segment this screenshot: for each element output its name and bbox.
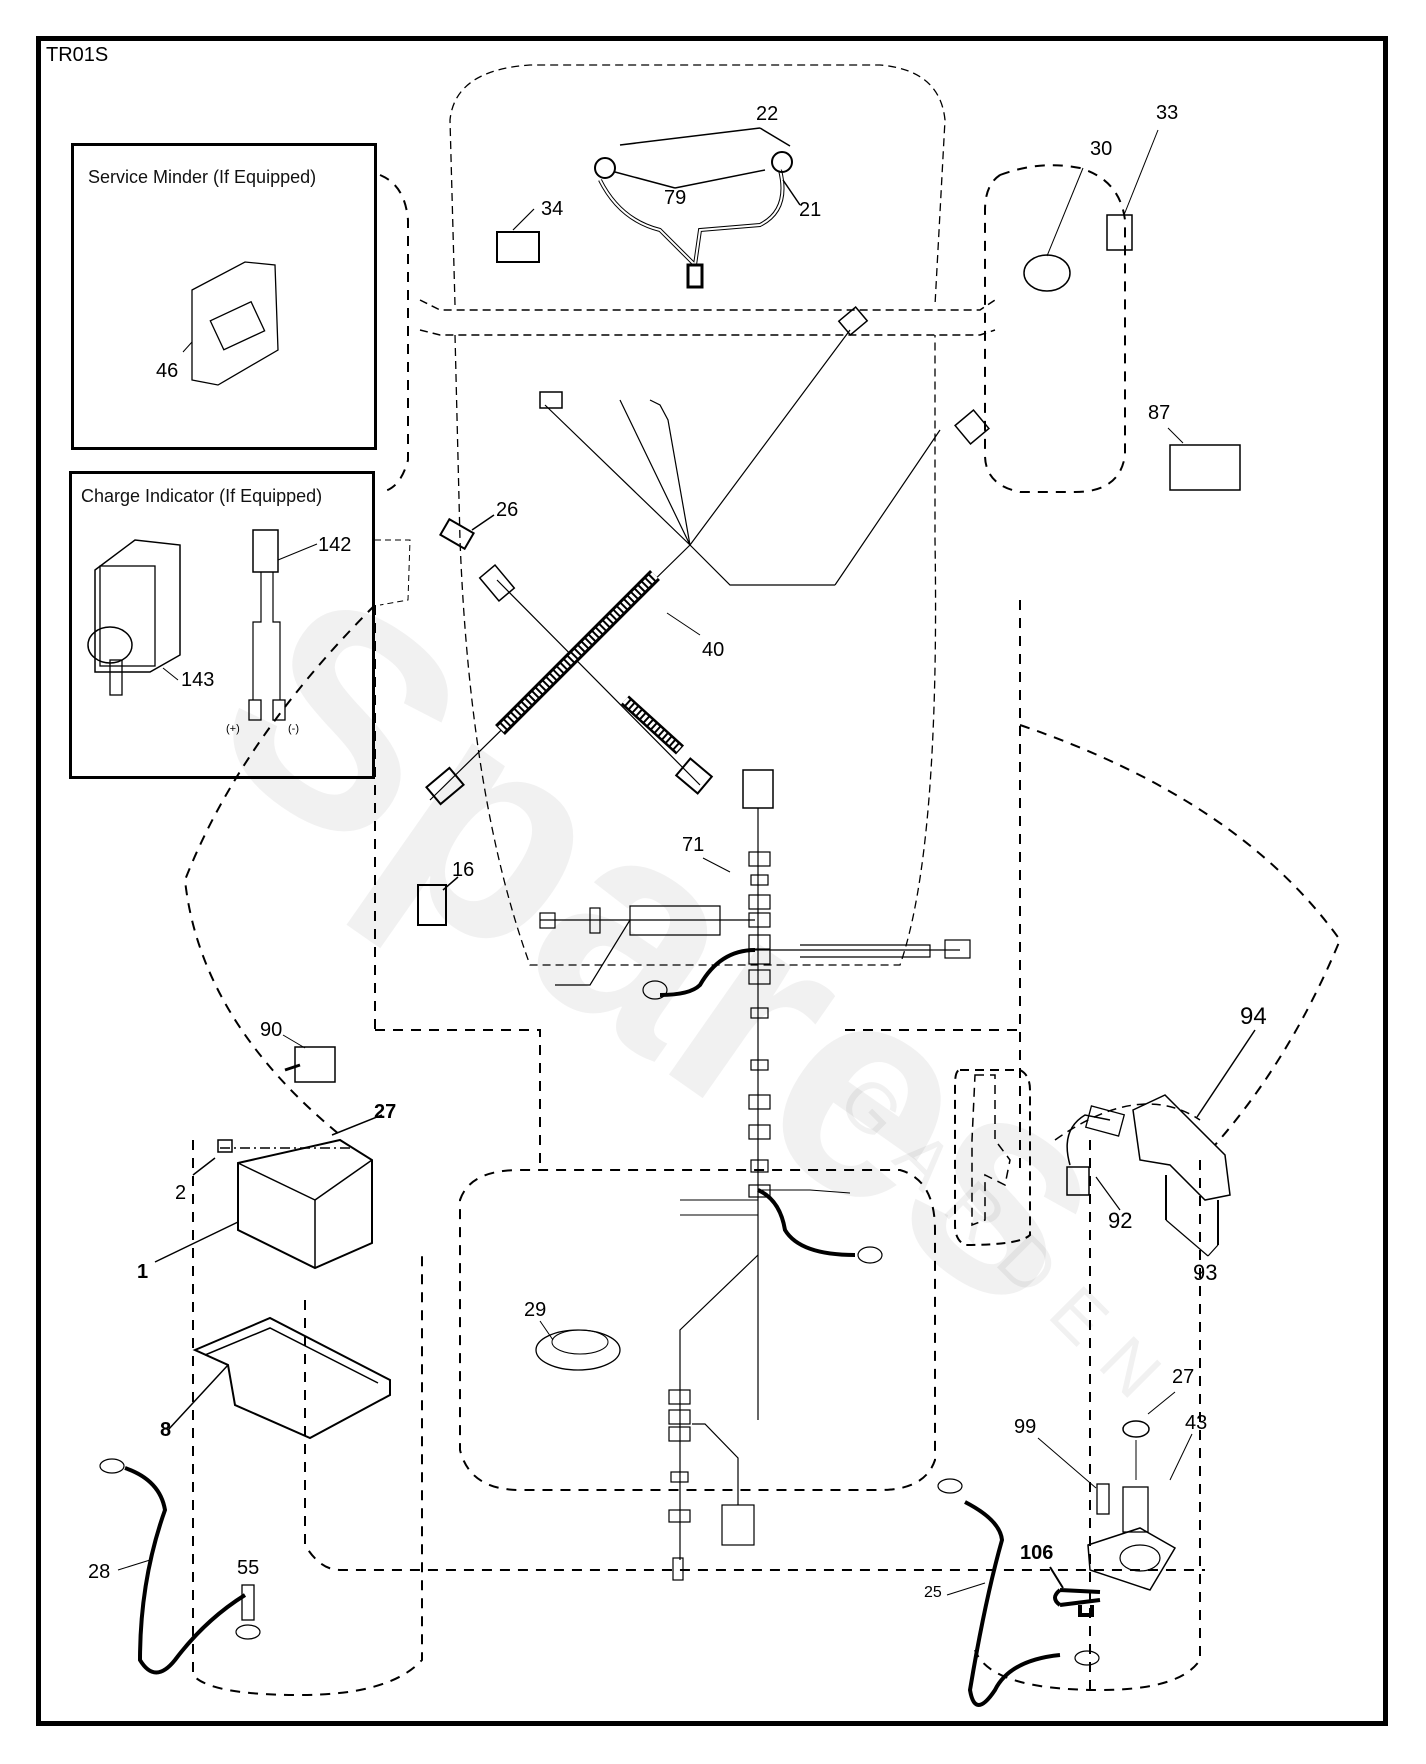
callout-8[interactable]: 8 bbox=[160, 1419, 172, 1441]
frame-center bbox=[374, 600, 1021, 1170]
callout-90[interactable]: 90 bbox=[260, 1019, 283, 1041]
harness-right-branch bbox=[770, 944, 960, 958]
connector-bottom-left bbox=[425, 766, 465, 806]
lower-connector bbox=[721, 1504, 755, 1546]
diagram-code: TR01S bbox=[46, 44, 109, 66]
grommet-part bbox=[535, 1329, 621, 1371]
screw-part bbox=[241, 1584, 255, 1621]
service-minder-part bbox=[191, 261, 279, 386]
dash-outline bbox=[419, 299, 996, 336]
left-panel-dashed bbox=[379, 174, 409, 493]
engine-connector-top bbox=[742, 769, 774, 809]
interlock-part bbox=[1169, 444, 1241, 491]
pedal-zone bbox=[954, 1069, 1031, 1247]
nut-part bbox=[1122, 1420, 1150, 1438]
callout-71[interactable]: 71 bbox=[682, 834, 705, 856]
light-switch-part bbox=[496, 231, 540, 263]
callout-55[interactable]: 55 bbox=[237, 1557, 260, 1579]
lower-frame bbox=[304, 1300, 1205, 1571]
callout-29[interactable]: 29 bbox=[524, 1299, 547, 1321]
callout-43[interactable]: 43 bbox=[1185, 1412, 1208, 1434]
charge-dashed bbox=[375, 539, 411, 606]
callout-79[interactable]: 79 bbox=[664, 187, 687, 209]
harness-left-branch bbox=[540, 905, 755, 936]
callout-46[interactable]: 46 bbox=[156, 360, 179, 382]
callout-27-battery[interactable]: 27 bbox=[374, 1101, 397, 1123]
terminal-negative-label: (-) bbox=[288, 723, 299, 735]
connector-top bbox=[539, 391, 563, 409]
callout-34[interactable]: 34 bbox=[541, 198, 564, 220]
lower-harness bbox=[757, 1188, 856, 1257]
connector-mid bbox=[478, 564, 516, 602]
fuse-part bbox=[439, 517, 475, 551]
callout-92[interactable]: 92 bbox=[1108, 1208, 1133, 1233]
connector-bottom-right bbox=[674, 757, 714, 795]
ignition-zone bbox=[984, 164, 1126, 493]
lower-center bbox=[459, 1169, 936, 1491]
charge-indicator-part bbox=[94, 539, 181, 673]
callout-21[interactable]: 21 bbox=[799, 199, 822, 221]
callout-93[interactable]: 93 bbox=[1193, 1260, 1218, 1285]
solenoid-zone bbox=[1054, 1103, 1201, 1141]
connector-upper bbox=[837, 305, 869, 337]
ground-wire-black bbox=[659, 948, 756, 997]
bulb-right bbox=[771, 151, 793, 173]
seat-zone-right bbox=[1019, 724, 1342, 1146]
key-part bbox=[1106, 214, 1133, 251]
seat-zone-left bbox=[183, 604, 376, 1136]
clip-part bbox=[1053, 1588, 1101, 1617]
right-battery-zone bbox=[974, 1140, 1201, 1692]
callout-28[interactable]: 28 bbox=[88, 1561, 111, 1583]
pedal-inner bbox=[971, 1074, 1011, 1227]
battery-part bbox=[237, 1138, 373, 1270]
callout-2[interactable]: 2 bbox=[175, 1182, 187, 1204]
terminal-positive-label: (+) bbox=[226, 723, 240, 735]
diode-part bbox=[294, 1046, 336, 1083]
battery-cable-part bbox=[124, 1466, 247, 1675]
bolt-part bbox=[1096, 1483, 1110, 1515]
callout-142[interactable]: 142 bbox=[318, 534, 352, 556]
callout-22[interactable]: 22 bbox=[756, 103, 779, 125]
callout-30[interactable]: 30 bbox=[1090, 138, 1113, 160]
engine-harness-blocks bbox=[748, 851, 771, 1198]
charge-indicator-inset bbox=[69, 471, 375, 779]
service-minder-title: Service Minder (If Equipped) bbox=[88, 167, 317, 187]
callout-40[interactable]: 40 bbox=[702, 639, 725, 661]
connector-right bbox=[954, 409, 990, 445]
callout-27-solenoid[interactable]: 27 bbox=[1172, 1366, 1195, 1388]
ring-terminal bbox=[642, 980, 668, 1000]
relay-part bbox=[417, 884, 447, 926]
headlight-plug bbox=[686, 263, 704, 289]
connector-92-part bbox=[1066, 1166, 1090, 1196]
service-minder-inset bbox=[71, 143, 377, 450]
callout-25[interactable]: 25 bbox=[924, 1584, 942, 1601]
charge-indicator-title: Charge Indicator (If Equipped) bbox=[81, 486, 323, 506]
ground-cable-part bbox=[964, 1500, 1061, 1707]
callout-33[interactable]: 33 bbox=[1156, 102, 1179, 124]
callout-99[interactable]: 99 bbox=[1014, 1416, 1037, 1438]
hood-outline bbox=[449, 64, 946, 306]
diagram-frame bbox=[36, 36, 1388, 1726]
callout-1[interactable]: 1 bbox=[137, 1261, 149, 1283]
ignition-switch-part bbox=[1023, 254, 1071, 292]
callout-87[interactable]: 87 bbox=[1148, 402, 1171, 424]
switch-assembly-part bbox=[1132, 1094, 1231, 1201]
bulb-left bbox=[594, 157, 616, 179]
hood-body bbox=[454, 334, 937, 966]
battery-zone bbox=[192, 1140, 423, 1697]
callout-94[interactable]: 94 bbox=[1240, 1003, 1267, 1030]
callout-143[interactable]: 143 bbox=[181, 669, 215, 691]
callout-16[interactable]: 16 bbox=[452, 859, 475, 881]
battery-tray-part bbox=[192, 1316, 391, 1440]
harness-142-part bbox=[252, 529, 279, 573]
callout-26[interactable]: 26 bbox=[496, 499, 519, 521]
solenoid-part bbox=[1087, 1527, 1177, 1591]
callout-106[interactable]: 106 bbox=[1020, 1542, 1054, 1564]
